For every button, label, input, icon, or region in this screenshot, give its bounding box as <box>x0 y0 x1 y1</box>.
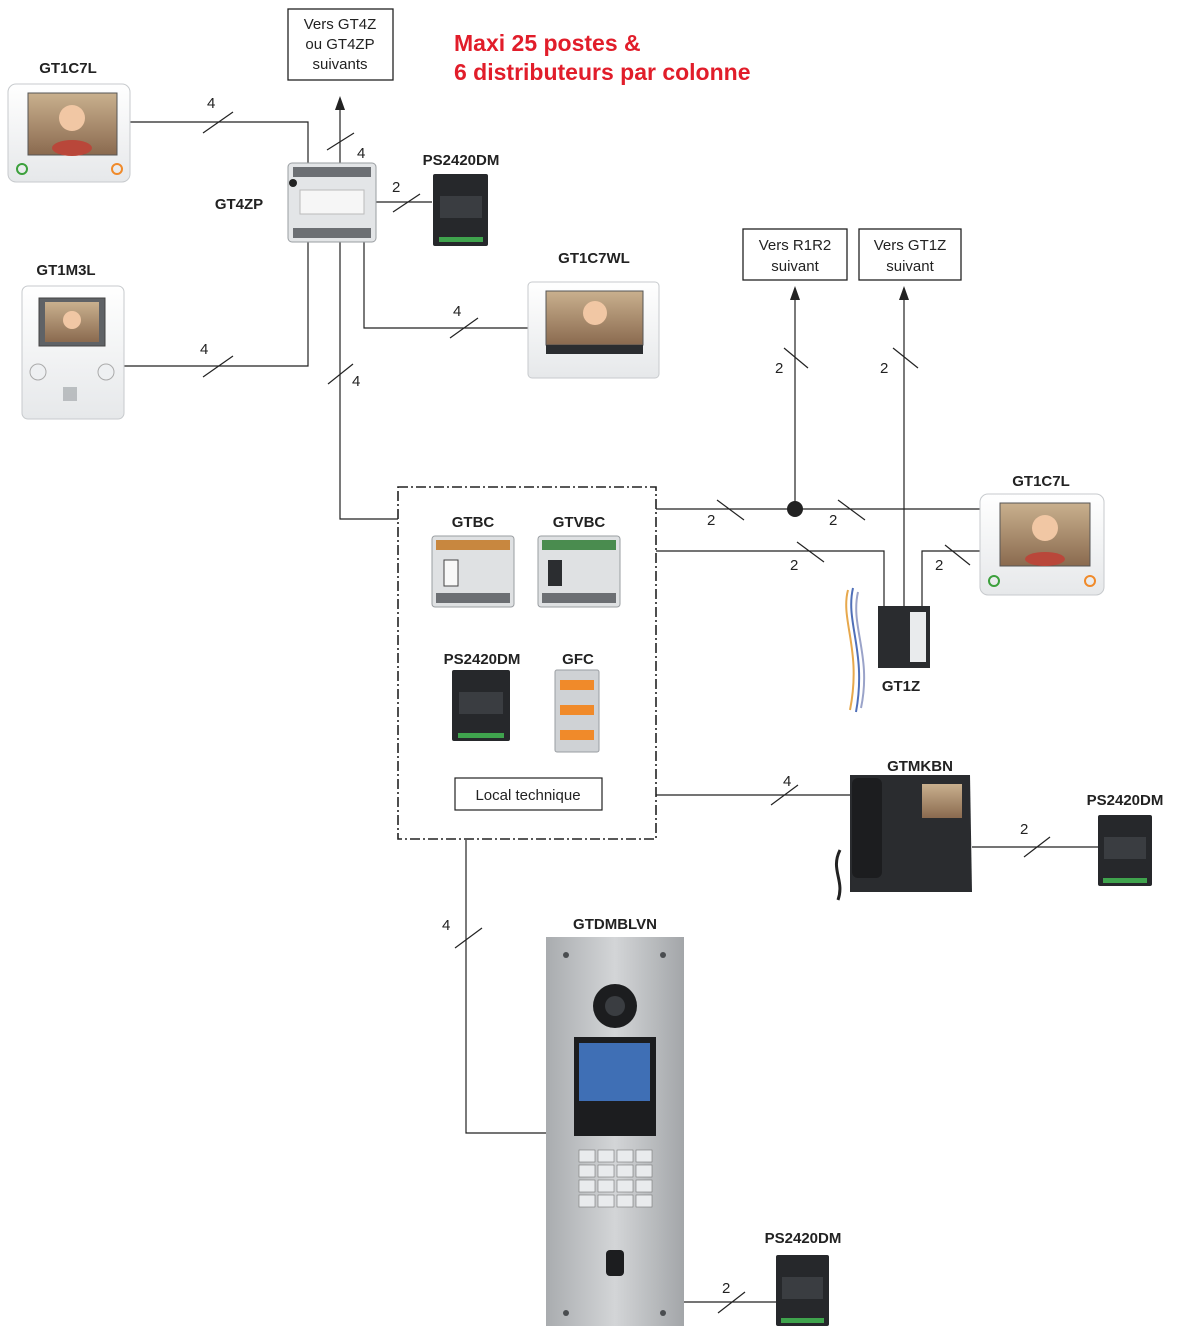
box-vers-r1r2: Vers R1R2 suivant <box>742 228 848 281</box>
wires <box>124 96 1098 1303</box>
gtvbc-module <box>537 535 621 608</box>
box-vers-gt1z-line-1: Vers GT1Z <box>874 237 947 254</box>
box-vers-gt1z-line-2: suivant <box>886 258 934 275</box>
label-gt4zp: GT4ZP <box>215 196 263 213</box>
wire-count-ps-top: 2 <box>392 179 400 196</box>
label-ps2420dm-top: PS2420DM <box>423 152 500 169</box>
label-ps2420dm-right: PS2420DM <box>1087 792 1164 809</box>
label-gtbc: GTBC <box>452 514 495 531</box>
box-vers-gt4z-line-1: Vers GT4Z <box>304 16 377 33</box>
wire-count-gt1c7wl: 4 <box>453 303 461 320</box>
headline-line-2: 6 distributeurs par colonne <box>454 59 751 85</box>
label-ps2420dm-local: PS2420DM <box>444 651 521 668</box>
wire-count-local-b: 2 <box>829 512 837 529</box>
ps2420dm-bottom <box>776 1255 829 1326</box>
local-technique-label: Local technique <box>475 787 580 804</box>
gt1z-adapter <box>845 587 930 713</box>
wire-count-gt1z-right: 2 <box>935 557 943 574</box>
ps2420dm-local <box>452 670 510 741</box>
wire-count-gt1z-up: 2 <box>880 360 888 377</box>
wire-count-local-a: 2 <box>707 512 715 529</box>
gt4zp-distributor <box>287 162 377 243</box>
label-gtvbc: GTVBC <box>553 514 606 531</box>
wire-ticks <box>202 111 1051 1314</box>
box-vers-r1r2-line-1: Vers R1R2 <box>759 237 832 254</box>
gt1c7l-monitor-top <box>7 83 131 183</box>
gt1c7l-monitor-right <box>979 493 1105 596</box>
gfc-module <box>554 669 600 753</box>
wire-count-ps-bottom: 2 <box>722 1280 730 1297</box>
label-gt1z: GT1Z <box>882 678 920 695</box>
local-technique-label-box: Local technique <box>454 777 603 811</box>
label-gt1m3l: GT1M3L <box>36 262 95 279</box>
box-vers-gt4z-line-3: suivants <box>312 56 367 73</box>
wire-count-gtmkbn: 4 <box>783 773 791 790</box>
label-ps2420dm-bottom: PS2420DM <box>765 1230 842 1247</box>
local-technique-frame <box>397 486 657 840</box>
label-gtdmblvn: GTDMBLVN <box>573 916 657 933</box>
ps2420dm-top <box>433 174 488 246</box>
wire-count-gt4zp-down: 4 <box>352 373 360 390</box>
gtbc-module <box>431 535 515 608</box>
label-gt1c7l-right: GT1C7L <box>1012 473 1070 490</box>
box-vers-gt4z-line-2: ou GT4ZP <box>305 36 374 53</box>
wire-count-local-c: 2 <box>790 557 798 574</box>
headline-line-1: Maxi 25 postes & <box>454 30 641 56</box>
box-vers-r1r2-line-2: suivant <box>771 258 819 275</box>
wire-count-r1r2: 2 <box>775 360 783 377</box>
wire-count-gt1m3l: 4 <box>200 341 208 358</box>
label-gt1c7wl: GT1C7WL <box>558 250 630 267</box>
wire-count-ps-right: 2 <box>1020 821 1028 838</box>
gtdmblvn-panel <box>546 937 684 1326</box>
label-gt1c7l-top: GT1C7L <box>39 60 97 77</box>
box-vers-gt1z: Vers GT1Z suivant <box>858 228 962 281</box>
wire-count-panel: 4 <box>442 917 450 934</box>
box-vers-gt4z: Vers GT4Z ou GT4ZP suivants <box>287 8 394 81</box>
wire-count-gt1c7l: 4 <box>207 95 215 112</box>
gt1m3l-monitor <box>21 285 125 420</box>
keypad <box>578 1149 653 1208</box>
ps2420dm-right <box>1098 815 1152 886</box>
gtmkbn-station <box>834 775 972 901</box>
label-gtmkbn: GTMKBN <box>887 758 953 775</box>
gt1c7wl-monitor <box>527 281 660 379</box>
label-gfc: GFC <box>562 651 594 668</box>
wire-count-gt4z-up: 4 <box>357 145 365 162</box>
